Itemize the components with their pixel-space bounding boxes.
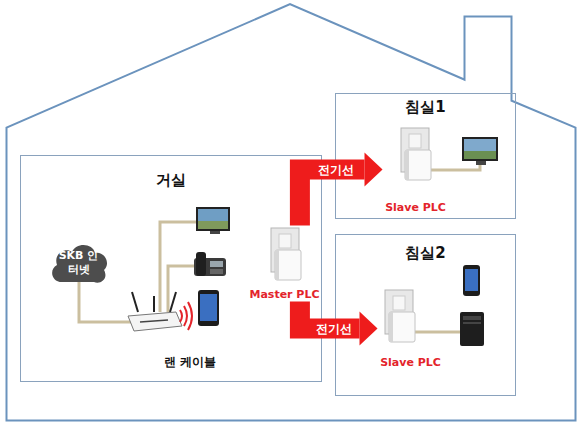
cloud-label: SKB 인터넷 [57, 249, 101, 277]
power-line-arrow [300, 153, 383, 226]
house-outline-inner [10, 8, 572, 417]
slave-plc: Slave PLC [383, 125, 449, 215]
room-title: 침실2 [336, 244, 515, 262]
edge-label: 전기선 [316, 322, 352, 336]
tablet-bedroom2 [463, 265, 480, 296]
room-box: 거실 SKB 인터넷 Master PLC [20, 155, 322, 382]
pc-tower [460, 312, 484, 346]
room-box: 침실2Slave PLC [335, 234, 516, 396]
room-title: 침실1 [336, 98, 515, 116]
telephone [194, 252, 226, 276]
power-line-arrow [300, 302, 378, 346]
edge-label: 전기선 [318, 163, 354, 177]
arrow-shaft [300, 170, 365, 226]
cable-label: 랜 케이블 [164, 355, 216, 369]
wifi-symbol [180, 302, 192, 330]
tv-bedroom1 [462, 137, 498, 165]
slave-outlet [401, 128, 431, 180]
plc-label: Slave PLC [358, 356, 464, 370]
room-box: 침실1Slave PLC [335, 93, 516, 219]
slave-plc: Slave PLC [378, 288, 444, 370]
slave-outlet [385, 290, 415, 342]
internet-cloud: SKB 인터넷 [48, 240, 110, 286]
plc-label: Slave PLC [363, 201, 469, 215]
master-outlet [271, 228, 301, 280]
arrow-head [360, 312, 378, 346]
arrow-head [365, 153, 383, 187]
router [128, 292, 182, 331]
room-title: 거실 [21, 171, 321, 189]
tablet [198, 290, 219, 326]
plc-label: Master PLC [230, 288, 340, 302]
master-plc: Master PLC [250, 226, 320, 302]
house-outline [10, 8, 572, 417]
tv-living [196, 207, 230, 234]
